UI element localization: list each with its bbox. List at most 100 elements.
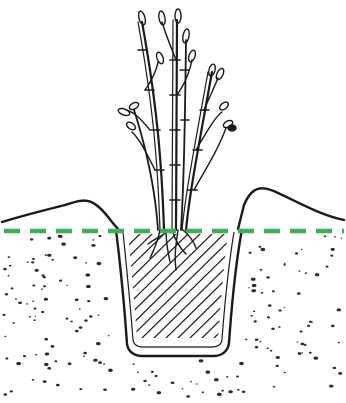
soil-speck bbox=[151, 371, 154, 373]
soil-speck bbox=[15, 298, 17, 300]
soil-speck bbox=[314, 357, 319, 360]
bamboo-plant bbox=[126, 20, 226, 230]
soil-speck bbox=[75, 299, 79, 302]
soil-speck bbox=[86, 273, 91, 276]
soil-speck bbox=[26, 303, 28, 304]
soil-speck bbox=[276, 356, 280, 359]
soil-speck bbox=[75, 330, 79, 333]
soil-speck bbox=[268, 304, 272, 307]
soil-speck bbox=[245, 339, 247, 341]
soil-speck bbox=[10, 390, 13, 392]
soil-speck bbox=[3, 268, 7, 271]
soil-speck bbox=[23, 355, 26, 357]
soil-speck bbox=[196, 383, 198, 384]
soil-speck bbox=[92, 239, 94, 240]
soil-speck bbox=[333, 367, 337, 369]
soil-speck bbox=[242, 391, 246, 393]
bamboo-stem bbox=[186, 72, 212, 230]
soil-speck bbox=[85, 262, 87, 263]
soil-speck bbox=[250, 315, 252, 317]
soil-speck bbox=[45, 353, 49, 356]
soil-speck bbox=[31, 261, 34, 263]
soil-speck bbox=[309, 352, 312, 354]
soil-speck bbox=[86, 285, 91, 288]
soil-speck bbox=[330, 255, 333, 257]
soil-speck bbox=[267, 316, 270, 318]
soil-speck bbox=[155, 375, 158, 377]
soil-speck bbox=[51, 259, 54, 261]
soil-speck bbox=[297, 292, 301, 295]
soil-speck bbox=[44, 298, 48, 301]
soil-speck bbox=[3, 314, 6, 316]
soil-speck bbox=[266, 276, 270, 278]
soil-speck bbox=[83, 356, 85, 357]
soil-speck bbox=[55, 360, 58, 362]
soil-speck bbox=[79, 326, 83, 328]
bamboo-stem bbox=[176, 20, 177, 230]
soil-speck bbox=[249, 252, 252, 254]
soil-speck bbox=[255, 346, 259, 348]
soil-speck bbox=[32, 258, 35, 260]
soil-speck bbox=[143, 380, 146, 382]
soil-speck bbox=[32, 301, 34, 302]
soil-speck bbox=[310, 321, 312, 323]
soil-speck bbox=[47, 254, 51, 257]
soil-speck bbox=[338, 342, 340, 343]
soil-speck bbox=[226, 376, 228, 378]
soil-speck bbox=[284, 307, 286, 308]
soil-speck bbox=[65, 318, 68, 320]
soil-speck bbox=[214, 378, 219, 381]
soil-speck bbox=[253, 311, 255, 313]
soil-speck bbox=[301, 343, 305, 346]
soil-speck bbox=[273, 386, 275, 388]
soil-speck bbox=[32, 379, 35, 381]
soil-speck bbox=[157, 391, 161, 394]
soil-speck bbox=[59, 280, 62, 282]
soil-speck bbox=[338, 372, 342, 375]
soil-speck bbox=[298, 270, 300, 271]
soil-speck bbox=[70, 321, 73, 323]
soil-speck bbox=[73, 256, 77, 259]
soil-speck bbox=[298, 352, 302, 355]
soil-speck bbox=[237, 389, 240, 391]
soil-speck bbox=[61, 243, 66, 246]
soil-speck bbox=[83, 352, 87, 355]
soil-speck bbox=[68, 362, 72, 365]
soil-speck bbox=[260, 341, 262, 342]
soil-speck bbox=[91, 244, 95, 247]
planting-hole-inner bbox=[123, 232, 234, 347]
soil-speck bbox=[261, 248, 266, 251]
soil-speck bbox=[11, 287, 14, 289]
soil-speck bbox=[43, 380, 47, 383]
soil-speck bbox=[331, 248, 335, 251]
soil-specks bbox=[3, 235, 343, 398]
soil-speck bbox=[51, 345, 55, 348]
soil-speck bbox=[267, 348, 269, 350]
soil-speck bbox=[259, 246, 262, 248]
soil-speck bbox=[35, 316, 37, 317]
soil-speck bbox=[236, 376, 239, 378]
soil-speck bbox=[131, 388, 135, 391]
soil-speck bbox=[93, 359, 97, 362]
soil-speck bbox=[297, 341, 299, 342]
soil-speck bbox=[35, 269, 39, 272]
soil-speck bbox=[301, 352, 303, 353]
soil-speck bbox=[202, 391, 204, 393]
soil-speck bbox=[13, 322, 15, 324]
soil-speck bbox=[108, 335, 110, 336]
soil-speck bbox=[89, 315, 92, 317]
soil-speck bbox=[307, 325, 310, 327]
soil-speck bbox=[87, 300, 90, 302]
soil-speck bbox=[251, 278, 256, 281]
root-ball bbox=[8, 232, 346, 340]
soil-speck bbox=[34, 308, 37, 310]
soil-speck bbox=[16, 362, 21, 365]
soil-speck bbox=[27, 262, 29, 263]
soil-speck bbox=[252, 284, 257, 287]
soil-speck bbox=[66, 285, 68, 286]
soil-speck bbox=[137, 372, 139, 373]
soil-speck bbox=[98, 361, 102, 364]
soil-speck bbox=[255, 339, 258, 341]
soil-speck bbox=[315, 273, 319, 276]
soil-speck bbox=[84, 319, 87, 321]
